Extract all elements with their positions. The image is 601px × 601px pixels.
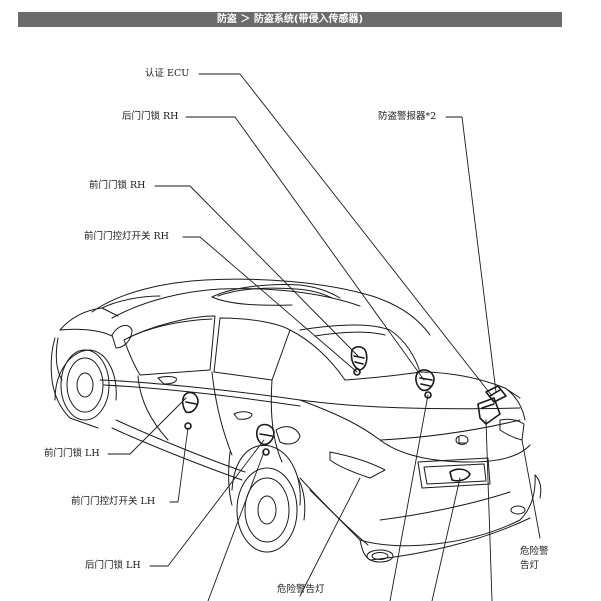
component-front-door-lock-rh [350, 346, 368, 376]
component-rear-door-lock-rh [415, 369, 435, 399]
label-front-door-lock-rh: 前门门锁 RH [89, 180, 146, 191]
component-theft-siren [477, 397, 501, 425]
component-rear-door-lock-lh [256, 423, 275, 456]
component-trunk-latch [449, 468, 471, 482]
label-rear-door-lock-lh: 后门门锁 LH [85, 560, 141, 571]
leader-lines [107, 73, 541, 601]
label-theft-siren: 防盗警报器*2 [378, 111, 437, 122]
label-hazard-warning-light-right-line1: 危险警 [520, 546, 549, 557]
label-auth-ecu: 认证 ECU [145, 68, 190, 79]
label-front-door-courtesy-switch-rh: 前门门控灯开关 RH [84, 231, 169, 242]
car-body [50, 278, 542, 563]
component-front-door-lock-lh [181, 391, 199, 430]
label-front-door-courtesy-switch-lh: 前门门控灯开关 LH [71, 496, 156, 507]
label-front-door-lock-lh: 前门门锁 LH [44, 448, 100, 459]
label-rear-door-lock-rh: 后门门锁 RH [122, 111, 179, 122]
page-title: 防盗 ＞ 防盗系统(带侵入传感器) [216, 14, 364, 25]
label-hazard-warning-light-right-line2: 告灯 [520, 560, 540, 571]
label-hazard-warning-light-left: 危险警告灯 [277, 584, 325, 595]
header-bar: 防盗 ＞ 防盗系统(带侵入传感器) [18, 12, 562, 27]
